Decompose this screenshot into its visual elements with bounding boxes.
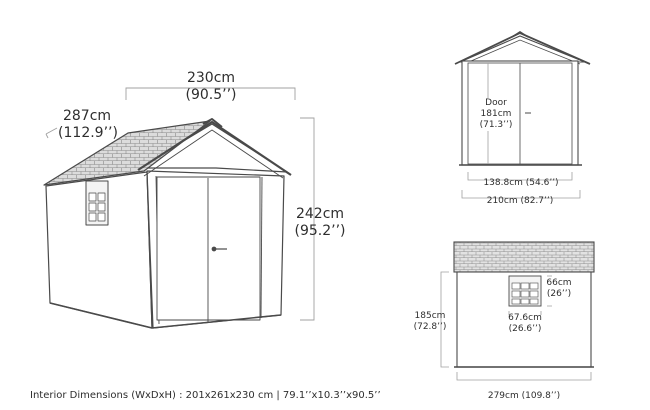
window-width-cm: 67.6cm xyxy=(508,313,542,323)
door-height-cm: 181cm xyxy=(476,109,516,120)
front-total-width: 210cm (82.7’’) xyxy=(486,196,554,206)
wall-height-cm: 185cm xyxy=(414,311,446,321)
main-depth-in: (112.9’’) xyxy=(58,125,118,141)
door-height-in: (71.3’’) xyxy=(476,120,516,131)
shed-fascia xyxy=(137,120,292,176)
main-width-cm: 230cm xyxy=(186,70,236,86)
shed-door xyxy=(156,176,261,321)
main-height-cm: 242cm xyxy=(295,206,345,222)
window-height-in: (26’’) xyxy=(546,289,572,299)
interior-dimensions-note: Interior Dimensions (WxDxH) : 201x261x23… xyxy=(30,390,381,401)
main-dimension-lines xyxy=(45,87,315,321)
side-view-shed xyxy=(453,241,595,368)
window-width-in: (26.6’’) xyxy=(508,324,542,334)
side-dimension-lines xyxy=(440,271,592,381)
window-height-cm: 66cm xyxy=(546,278,572,288)
main-shed-perspective xyxy=(43,118,292,329)
main-height-in: (95.2’’) xyxy=(294,223,346,239)
door-width: 138.8cm (54.6’’) xyxy=(483,178,559,188)
main-depth-cm: 287cm xyxy=(62,108,112,124)
wall-height-in: (72.8’’) xyxy=(413,322,447,332)
side-view-roof xyxy=(453,241,595,273)
main-width-in: (90.5’’) xyxy=(185,87,237,103)
side-depth: 279cm (109.8’’) xyxy=(487,391,561,401)
door-label: Door xyxy=(476,98,516,109)
